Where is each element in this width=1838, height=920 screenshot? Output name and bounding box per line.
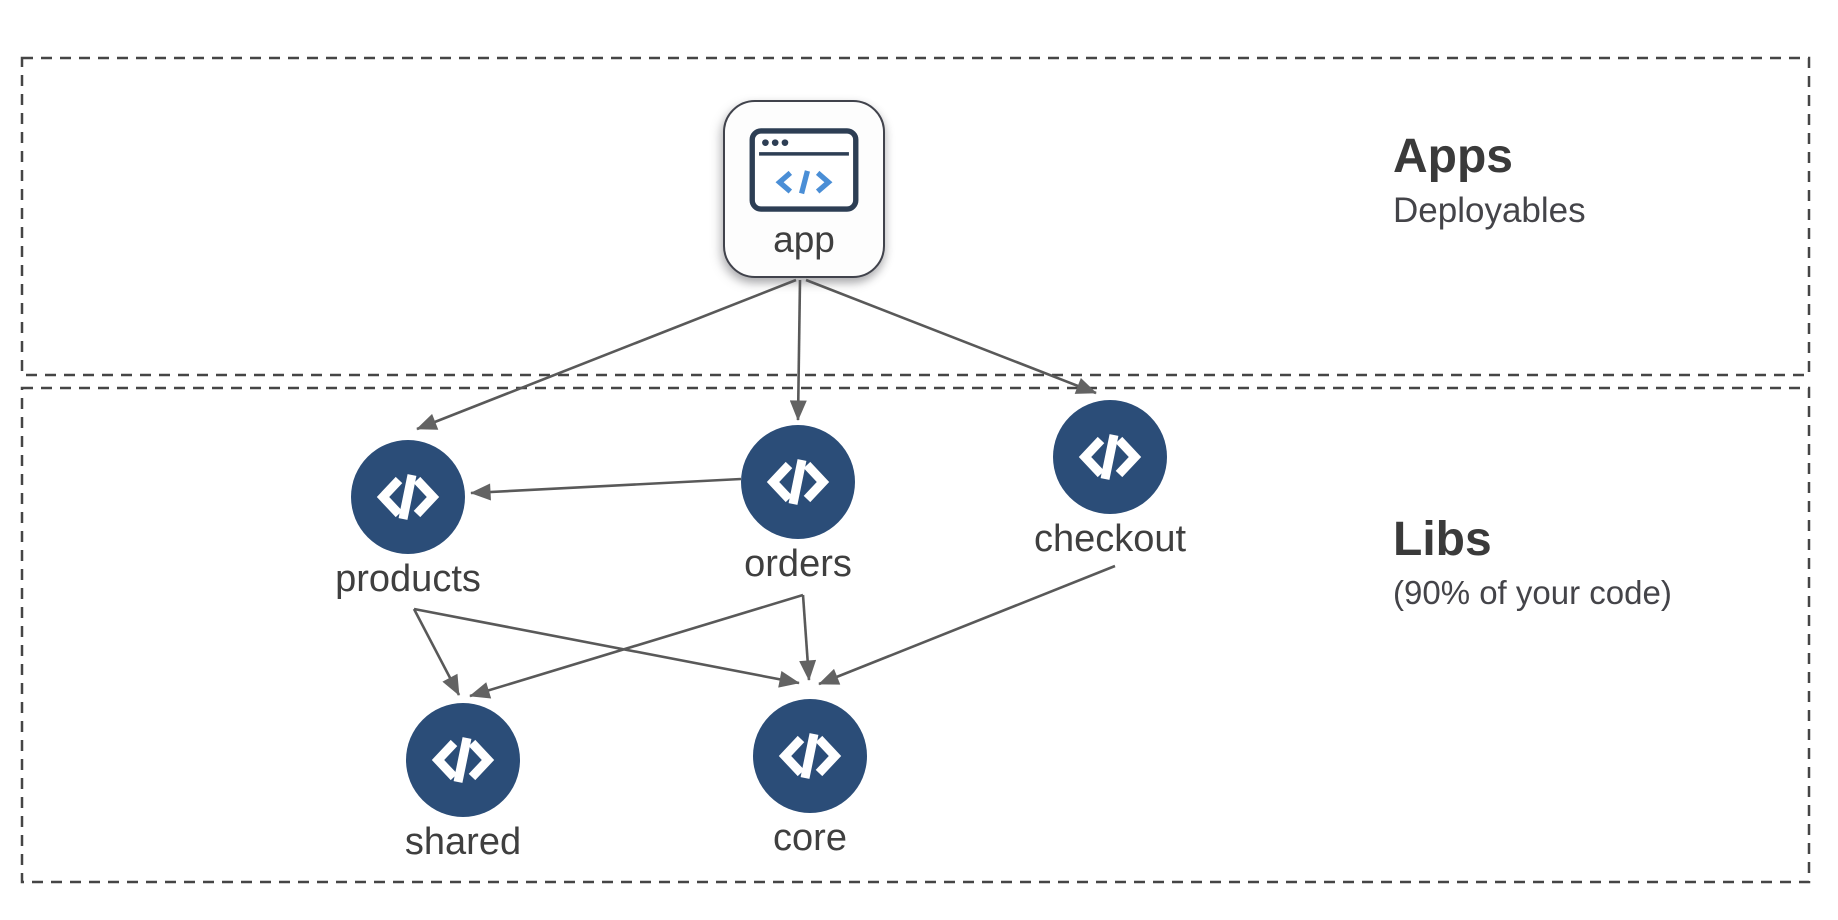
browser-code-icon: [749, 128, 859, 212]
edge-products-shared: [412, 608, 461, 696]
edge-orders-core: [799, 594, 817, 681]
edge-products-core: [413, 607, 800, 688]
edge-app-orders: [789, 279, 807, 421]
edge-orders-shared: [469, 593, 804, 699]
code-icon: [741, 425, 855, 539]
libs-section-label: Libs (90% of your code): [1393, 512, 1672, 613]
edge-orders-products: [470, 477, 742, 501]
node-core[interactable]: core: [720, 699, 900, 857]
node-app[interactable]: app: [723, 100, 885, 278]
edge-app-products: [416, 278, 797, 431]
node-shared-label: shared: [404, 821, 522, 863]
apps-boundary-box: [20, 56, 1811, 377]
code-icon: [753, 699, 867, 813]
code-icon: [1053, 400, 1167, 514]
node-checkout[interactable]: checkout: [1020, 400, 1200, 558]
apps-section-subtitle: Deployables: [1393, 191, 1586, 231]
node-orders[interactable]: orders: [708, 425, 888, 583]
apps-section-label: Apps Deployables: [1393, 129, 1586, 232]
edge-app-checkout: [805, 278, 1097, 395]
edge-lines: [412, 278, 1116, 699]
node-orders-label: orders: [744, 543, 852, 585]
libs-section-subtitle: (90% of your code): [1393, 574, 1672, 612]
node-products[interactable]: products: [318, 440, 498, 598]
code-icon: [406, 703, 520, 817]
node-checkout-label: checkout: [1033, 518, 1187, 560]
node-core-label: core: [773, 817, 847, 859]
libs-boundary-box: [20, 386, 1811, 884]
node-products-label: products: [335, 558, 481, 600]
libs-section-title: Libs: [1393, 513, 1492, 566]
code-icon: [351, 440, 465, 554]
apps-section-title: Apps: [1393, 130, 1513, 183]
node-shared[interactable]: shared: [373, 703, 553, 861]
edge-checkout-core: [818, 564, 1116, 686]
node-app-label: app: [773, 219, 835, 260]
